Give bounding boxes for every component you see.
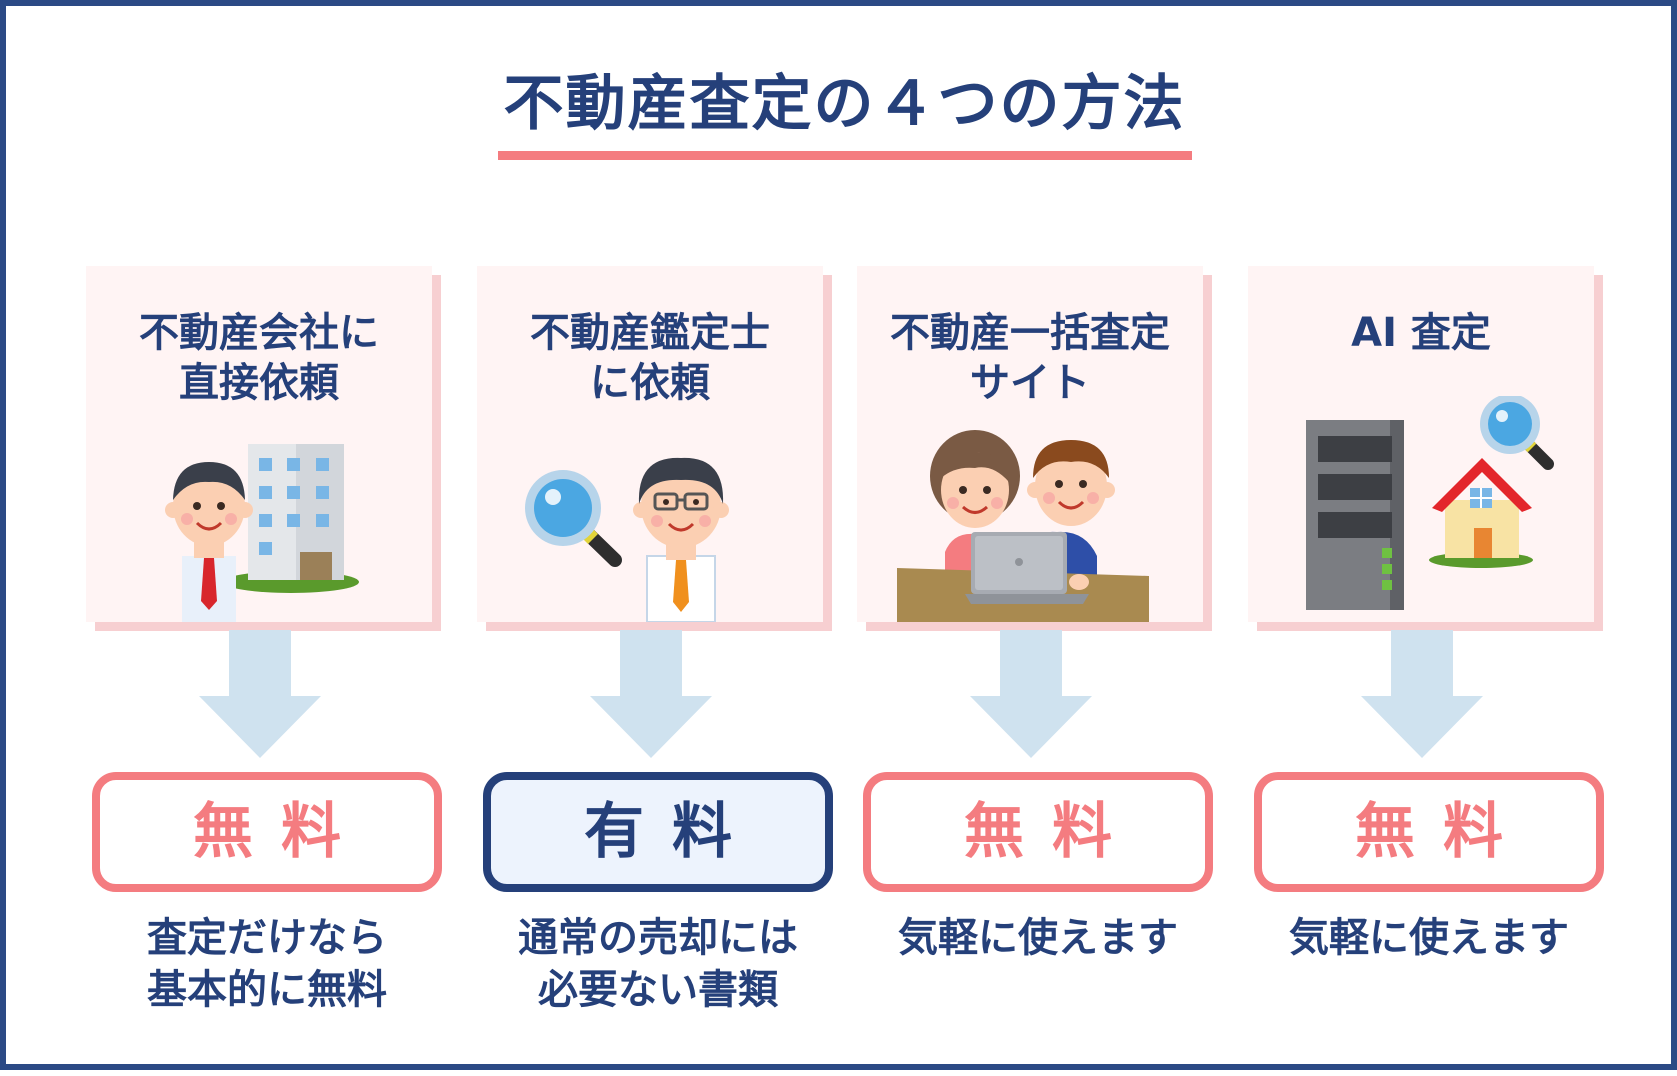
method-card: AI 査定 xyxy=(1248,266,1594,622)
method-title: AI 査定 xyxy=(1351,310,1491,356)
method-title: 不動産鑑定士 に依頼 xyxy=(530,310,770,406)
method-card: 不動産鑑定士 に依頼 xyxy=(477,266,823,623)
method-note: 通常の売却には 必要ない書類 xyxy=(518,915,798,1013)
down-arrow-icon xyxy=(590,630,712,762)
appraiser-with-magnifier-icon xyxy=(477,396,823,623)
title-underline xyxy=(498,151,1192,160)
method-column-1: 不動産会社に 直接依頼 xyxy=(86,6,448,1076)
method-card: 不動産一括査定 サイト xyxy=(857,266,1203,622)
method-note: 気軽に使えます xyxy=(1289,915,1569,961)
method-column-3: 不動産一括査定 サイト xyxy=(857,6,1219,1076)
method-title: 不動産会社に 直接依頼 xyxy=(139,310,379,406)
method-card: 不動産会社に 直接依頼 xyxy=(86,266,432,622)
agent-with-building-icon xyxy=(86,396,432,622)
down-arrow-icon xyxy=(1361,630,1483,762)
server-and-house-icon xyxy=(1248,394,1594,622)
price-label: 無料 xyxy=(92,772,442,892)
down-arrow-icon xyxy=(199,630,321,762)
method-note: 査定だけなら 基本的に無料 xyxy=(147,915,387,1013)
method-column-2: 不動産鑑定士 に依頼 xyxy=(477,6,839,1076)
down-arrow-icon xyxy=(970,630,1092,762)
price-label: 無料 xyxy=(1254,772,1604,892)
couple-with-laptop-icon xyxy=(857,396,1203,622)
page-title: 不動産査定の４つの方法 xyxy=(503,69,1186,139)
method-note: 気軽に使えます xyxy=(898,915,1178,961)
price-label: 無料 xyxy=(863,772,1213,892)
price-label: 有料 xyxy=(483,772,833,892)
method-column-4: AI 査定 xyxy=(1248,6,1610,1076)
method-title: 不動産一括査定 サイト xyxy=(890,310,1170,406)
